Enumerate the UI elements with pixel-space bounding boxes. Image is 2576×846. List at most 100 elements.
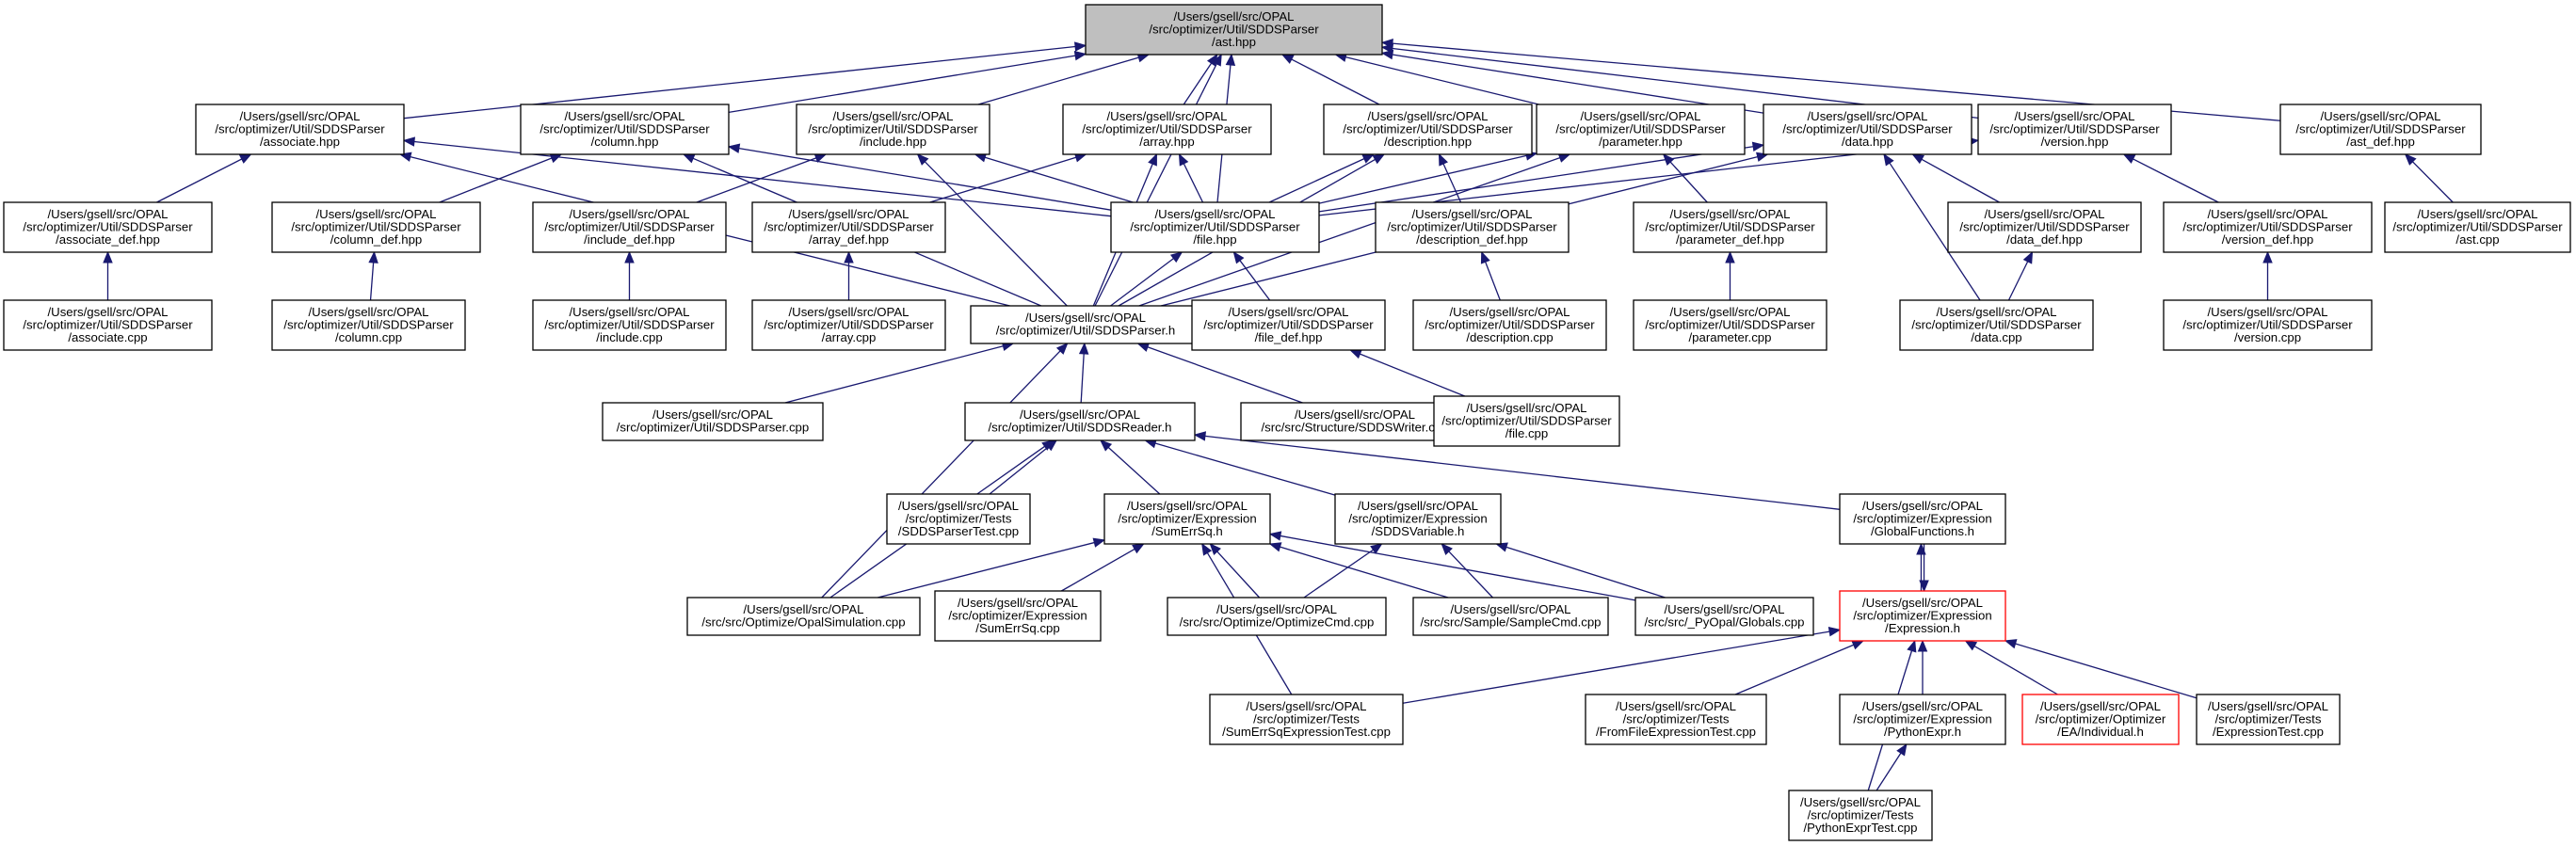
edge-arrowhead [1370, 543, 1383, 554]
node-opalsimulation-cpp[interactable]: /Users/gsell/src/OPAL/src/src/Optimize/O… [686, 597, 921, 636]
node-box [602, 402, 824, 441]
node-box [1110, 201, 1320, 253]
edge-arrowhead [1827, 627, 1842, 637]
edge-opalsimulation-cpp-to-sumerrsq-h [877, 537, 1106, 599]
node-label-line: /src/optimizer/Expression [1853, 511, 1991, 525]
node-label-line: /Users/gsell/src/OPAL [316, 207, 437, 221]
node-label-line: /Users/gsell/src/OPAL [1368, 109, 1489, 123]
node-description[interactable]: /Users/gsell/src/OPAL/src/optimizer/Util… [1323, 104, 1533, 155]
node-column-cpp[interactable]: /Users/gsell/src/OPAL/src/optimizer/Util… [271, 299, 466, 351]
node-file-cpp[interactable]: /Users/gsell/src/OPAL/src/optimizer/Util… [1433, 395, 1620, 447]
node-sumerrsqexpressiontest-cpp[interactable]: /Users/gsell/src/OPAL/src/optimizer/Test… [1209, 694, 1404, 745]
node-column-def[interactable]: /Users/gsell/src/OPAL/src/optimizer/Util… [271, 201, 481, 253]
node-file[interactable]: /Users/gsell/src/OPAL/src/optimizer/Util… [1110, 201, 1320, 253]
node-individual-h[interactable]: /Users/gsell/src/OPAL/src/optimizer/Opti… [2021, 694, 2180, 745]
node-array[interactable]: /Users/gsell/src/OPAL/src/optimizer/Util… [1062, 104, 1272, 155]
node-box [271, 201, 481, 253]
node-label-line: /src/optimizer/Util/SDDSParser.cpp [617, 421, 809, 435]
node-label-line: /PythonExprTest.cpp [1804, 821, 1918, 835]
node-label-line: /include_def.hpp [584, 232, 675, 247]
node-version-cpp[interactable]: /Users/gsell/src/OPAL/src/optimizer/Util… [2163, 299, 2373, 351]
node-box [886, 493, 1031, 545]
node-optimizecmd-cpp[interactable]: /Users/gsell/src/OPAL/src/src/Optimize/O… [1167, 597, 1387, 636]
node-sumerrsq-h[interactable]: /Users/gsell/src/OPAL/src/optimizer/Expr… [1103, 493, 1271, 545]
edge-arrowhead [1074, 41, 1087, 52]
node-data-cpp[interactable]: /Users/gsell/src/OPAL/src/optimizer/Util… [1899, 299, 2094, 351]
node-label-line: /Users/gsell/src/OPAL [744, 602, 864, 616]
node-ast[interactable]: /Users/gsell/src/OPAL/src/optimizer/Util… [1085, 4, 1383, 56]
edge-line [784, 345, 1004, 404]
node-ast-cpp[interactable]: /Users/gsell/src/OPAL/src/optimizer/Util… [2384, 201, 2571, 253]
node-array-def[interactable]: /Users/gsell/src/OPAL/src/optimizer/Util… [751, 201, 946, 253]
node-column[interactable]: /Users/gsell/src/OPAL/src/optimizer/Util… [520, 104, 730, 155]
node-description-def[interactable]: /Users/gsell/src/OPAL/src/optimizer/Util… [1375, 201, 1570, 253]
node-ast-def[interactable]: /Users/gsell/src/OPAL/src/optimizer/Util… [2279, 104, 2482, 155]
node-expressiontest-cpp[interactable]: /Users/gsell/src/OPAL/src/optimizer/Test… [2196, 694, 2341, 745]
node-sddsparser-h[interactable]: /Users/gsell/src/OPAL/src/optimizer/Util… [970, 305, 1201, 344]
node-samplecmd-cpp[interactable]: /Users/gsell/src/OPAL/src/src/Sample/Sam… [1412, 597, 1609, 636]
edge-line [1239, 260, 1271, 301]
node-associate[interactable]: /Users/gsell/src/OPAL/src/optimizer/Util… [195, 104, 405, 155]
node-sddsparser-cpp[interactable]: /Users/gsell/src/OPAL/src/optimizer/Util… [602, 402, 824, 441]
edge-file-to-include [974, 152, 1134, 203]
node-label-line: /file_def.hpp [1255, 330, 1323, 344]
node-globals-cpp[interactable]: /Users/gsell/src/OPAL/src/src/_PyOpal/Gl… [1634, 597, 1814, 636]
node-box [532, 201, 727, 253]
node-description-cpp[interactable]: /Users/gsell/src/OPAL/src/optimizer/Util… [1412, 299, 1607, 351]
node-label-line: /src/optimizer/Util/SDDSParser [2295, 121, 2466, 136]
node-globalfunctions-h[interactable]: /Users/gsell/src/OPAL/src/optimizer/Expr… [1839, 493, 2006, 545]
node-box [1167, 597, 1387, 636]
node-file-def[interactable]: /Users/gsell/src/OPAL/src/optimizer/Util… [1191, 299, 1386, 351]
node-parameter-cpp[interactable]: /Users/gsell/src/OPAL/src/optimizer/Util… [1633, 299, 1827, 351]
node-fromfileexpressiontest-cpp[interactable]: /Users/gsell/src/OPAL/src/optimizer/Test… [1585, 694, 1767, 745]
edge-ast-cpp-to-ast-def [2404, 153, 2454, 203]
edge-arrowhead [1751, 141, 1765, 152]
node-label-line: /src/optimizer/Util/SDDSParser [1989, 121, 2160, 136]
node-label-line: /SumErrSqExpressionTest.cpp [1222, 725, 1391, 739]
node-label-line: /column.hpp [591, 135, 659, 149]
node-box [1634, 597, 1814, 636]
edge-line [439, 157, 553, 203]
node-label-line: /Users/gsell/src/OPAL [1155, 207, 1276, 221]
node-associate-def[interactable]: /Users/gsell/src/OPAL/src/optimizer/Util… [3, 201, 213, 253]
node-label-line: /Users/gsell/src/OPAL [48, 305, 169, 319]
node-label-line: /Users/gsell/src/OPAL [833, 109, 954, 123]
node-pythonexprtest-cpp[interactable]: /Users/gsell/src/OPAL/src/optimizer/Test… [1788, 790, 1933, 841]
node-version-def[interactable]: /Users/gsell/src/OPAL/src/optimizer/Util… [2163, 201, 2373, 253]
node-box [1536, 104, 1746, 155]
node-label-line: /src/optimizer/Util/SDDSParser [215, 121, 385, 136]
node-parameter[interactable]: /Users/gsell/src/OPAL/src/optimizer/Util… [1536, 104, 1746, 155]
node-include-cpp[interactable]: /Users/gsell/src/OPAL/src/optimizer/Util… [532, 299, 727, 351]
edge-arrowhead [1055, 343, 1069, 355]
node-include-def[interactable]: /Users/gsell/src/OPAL/src/optimizer/Util… [532, 201, 727, 253]
node-associate-cpp[interactable]: /Users/gsell/src/OPAL/src/optimizer/Util… [3, 299, 213, 351]
node-sddsvariable-h[interactable]: /Users/gsell/src/OPAL/src/optimizer/Expr… [1334, 493, 1502, 545]
node-label-line: /src/optimizer/Util/SDDSParser [1645, 317, 1815, 331]
node-label-line: /Users/gsell/src/OPAL [2321, 109, 2441, 123]
node-box [2021, 694, 2180, 745]
node-label-line: /parameter.hpp [1599, 135, 1682, 149]
node-label-line: /Users/gsell/src/OPAL [1216, 602, 1337, 616]
node-version[interactable]: /Users/gsell/src/OPAL/src/optimizer/Util… [1977, 104, 2172, 155]
node-expression-h[interactable]: /Users/gsell/src/OPAL/src/optimizer/Expr… [1839, 590, 2006, 642]
edge-line [1485, 262, 1501, 301]
node-label-line: /src/optimizer/Util/SDDSParser [2182, 317, 2353, 331]
node-label-line: /Users/gsell/src/OPAL [570, 207, 690, 221]
edge-line [1448, 551, 1493, 599]
edge-arrowhead [2004, 639, 2018, 649]
node-sddsreader-h[interactable]: /Users/gsell/src/OPAL/src/optimizer/Util… [964, 402, 1196, 441]
node-label-line: /src/optimizer/Util/SDDSParser [764, 317, 934, 331]
edge-include-def-to-include [696, 153, 828, 203]
node-pythonexpr-h[interactable]: /Users/gsell/src/OPAL/src/optimizer/Expr… [1839, 694, 2006, 745]
node-parameter-def[interactable]: /Users/gsell/src/OPAL/src/optimizer/Util… [1633, 201, 1827, 253]
node-sumerrsq-cpp[interactable]: /Users/gsell/src/OPAL/src/optimizer/Expr… [934, 590, 1102, 642]
node-data[interactable]: /Users/gsell/src/OPAL/src/optimizer/Util… [1763, 104, 1972, 155]
node-data-def[interactable]: /Users/gsell/src/OPAL/src/optimizer/Util… [1947, 201, 2142, 253]
node-label-line: /Users/gsell/src/OPAL [1450, 305, 1570, 319]
node-sddsparsertest-cpp[interactable]: /Users/gsell/src/OPAL/src/optimizer/Test… [886, 493, 1031, 545]
node-sddswriter-cpp[interactable]: /Users/gsell/src/OPAL/src/src/Structure/… [1240, 402, 1470, 441]
edge-arrowhead [1438, 152, 1448, 167]
node-box [1899, 299, 2094, 351]
node-array-cpp[interactable]: /Users/gsell/src/OPAL/src/optimizer/Util… [751, 299, 946, 351]
node-include[interactable]: /Users/gsell/src/OPAL/src/optimizer/Util… [796, 104, 990, 155]
